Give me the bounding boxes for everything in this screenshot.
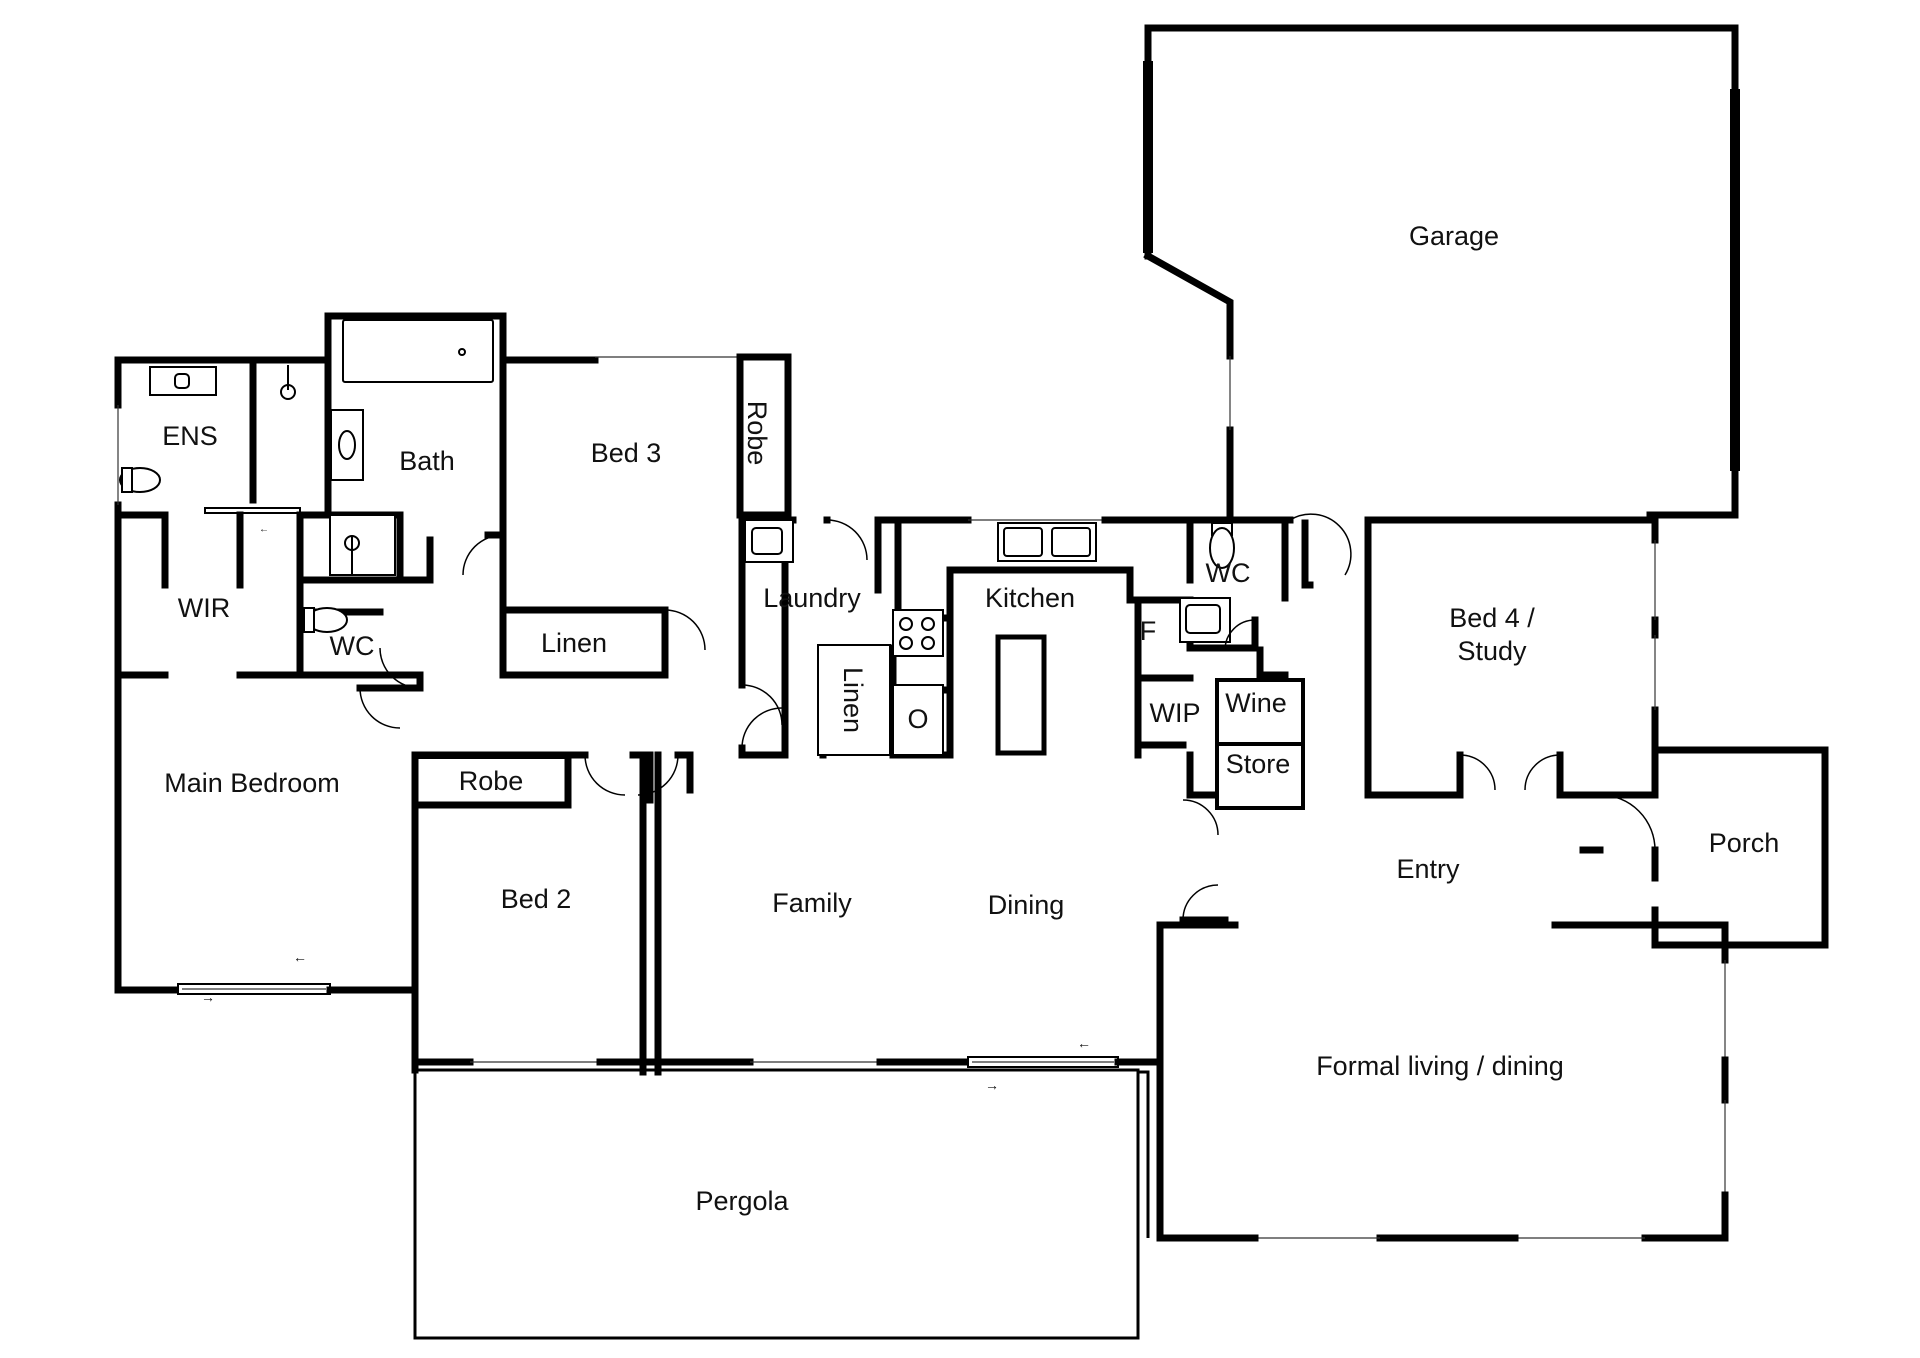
left-wing-walls (114, 312, 792, 1076)
arrow-family-right: → (985, 1077, 999, 1093)
label-garage: Garage (1409, 221, 1499, 251)
bath-vanity (330, 409, 364, 481)
arrow-family-left: ← (1077, 1035, 1091, 1051)
label-laundry: Laundry (763, 583, 861, 613)
right-wing-walls (1156, 516, 1829, 1242)
room-labels: Garage ENS Bath Bed 3 Robe WIR WC Linen … (162, 221, 1779, 1216)
label-entry: Entry (1396, 854, 1460, 884)
arrow-main-left: ← (293, 949, 307, 965)
label-wir: WIR (178, 593, 230, 623)
cooktop (892, 609, 944, 657)
label-dining: Dining (988, 890, 1065, 920)
label-wc-entry: WC (1206, 558, 1251, 588)
label-family: Family (772, 888, 852, 918)
label-bed4-line1: Bed 4 / (1449, 603, 1535, 633)
label-wip: WIP (1150, 698, 1201, 728)
door-swings (359, 513, 1656, 921)
label-oven: O (907, 704, 928, 734)
label-wc-bath: WC (330, 631, 375, 661)
south-walls (411, 1056, 1164, 1340)
label-kitchen: Kitchen (985, 583, 1075, 613)
label-bath: Bath (399, 446, 455, 476)
arrow-main-right: → (201, 989, 215, 1005)
bath-shower (329, 514, 396, 576)
fixtures (119, 319, 1305, 810)
label-linen-laundry: Linen (838, 667, 868, 733)
kitchen-sink (997, 522, 1097, 562)
label-main-bedroom: Main Bedroom (164, 768, 340, 798)
label-fridge: F (1140, 616, 1157, 646)
label-ens: ENS (162, 421, 218, 451)
label-formal: Formal living / dining (1316, 1051, 1564, 1081)
oven-box (892, 684, 944, 756)
label-wine: Wine (1225, 688, 1287, 718)
ensuite-vanity (149, 366, 217, 396)
label-bed3: Bed 3 (591, 438, 662, 468)
label-bed2: Bed 2 (501, 884, 572, 914)
bathtub (342, 319, 494, 383)
garage-walls (1143, 24, 1740, 519)
label-pergola: Pergola (695, 1186, 789, 1216)
slide-arrows: ← → ← ← → (201, 524, 1091, 1093)
label-bed4-line2: Study (1457, 636, 1527, 666)
label-store: Store (1226, 749, 1291, 779)
label-porch: Porch (1709, 828, 1780, 858)
label-robe-bed3: Robe (742, 401, 772, 466)
shower-screen (204, 507, 301, 514)
laundry-linen (817, 644, 891, 756)
label-robe-bed2: Robe (459, 766, 524, 796)
kitchen-island (995, 634, 1047, 756)
label-linen-hall: Linen (541, 628, 607, 658)
arrow-ens-left: ← (259, 524, 269, 535)
